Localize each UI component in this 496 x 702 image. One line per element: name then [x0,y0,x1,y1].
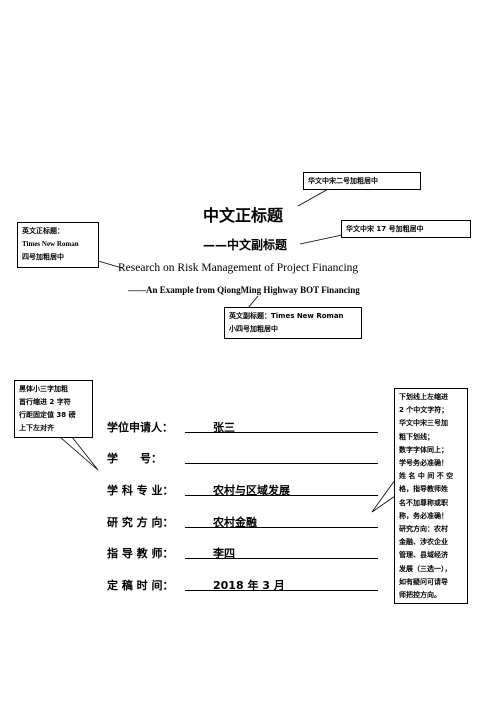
underline-note-line: 金融、涉农企业 [399,538,448,547]
subtitle-format-note: 华文中宋 17 号加粗居中 [341,220,471,238]
underline-note-line: 数字字体同上； [399,445,448,454]
research-direction-underline [185,527,378,528]
underline-note-line: 研究方向：农村 [399,525,448,534]
finalized-date-underline [185,590,378,591]
finalized-date-value[interactable]: 2018 年 3 月 [213,579,285,592]
underline-note-line: 华文中宋三号加 [399,419,448,428]
underline-note-line: 称，务必准确！ [399,511,448,520]
underline-note-line: 师把控方向。 [399,591,441,600]
research-direction-value[interactable]: 农村金融 [213,516,257,529]
underline-note-line: 下划线上左缩进 [399,393,448,401]
english-subtitle: ——An Example from QiongMing Highway BOT … [128,285,360,295]
en-title-note-line3: 四号加粗居中 [22,253,64,261]
underline-note-line: 格，指导教师姓 [399,485,448,494]
label-format-note: 黑体小三字加粗 首行缩进 2 字符 行距固定值 38 磅 上下左对齐 [14,380,93,438]
title-format-note-text: 华文中宋二号加粗居中 [308,177,378,185]
en-title-note-line1: 英文正标题： [22,227,64,235]
en-title-note-line2: Times New Roman [22,240,79,248]
underline-note-line: 名不加尊称或职 [399,498,448,507]
applicant-underline [185,432,378,433]
underline-note-line: 管理、县域经济 [399,551,448,560]
en-subtitle-note-line2: 小四号加粗居中 [229,325,278,333]
label-note-line: 黑体小三字加粗 [19,385,68,393]
major-value[interactable]: 农村与区域发展 [213,484,290,497]
major-label: 学 科 专 业： [107,484,174,497]
label-note-line: 行距固定值 38 磅 [19,411,76,419]
underline-note-line: 如有疑问可请导 [399,577,448,586]
major-underline [185,495,378,496]
label-note-line: 首行缩进 2 字符 [19,398,71,406]
underline-note-line: 发展（三选一）， [399,564,452,573]
student-id-label: 学 号： [107,452,162,465]
title-format-note: 华文中宋二号加粗居中 [303,172,421,190]
underline-note-line: 姓 名 中 间 不 空 [399,472,454,481]
applicant-value[interactable]: 张三 [213,421,235,434]
finalized-date-label: 定 稿 时 间： [107,579,174,592]
advisor-label: 指 导 教 师： [107,547,174,560]
underline-note-line: 2 个中文字符； [399,406,449,415]
main-title: 中文正标题 [203,206,284,225]
underline-format-note: 下划线上左缩进 2 个中文字符； 华文中宋三号加 粗下划线； 数字字体同上； 学… [394,388,468,604]
student-id-underline [185,463,378,464]
applicant-label: 学位申请人： [107,421,173,434]
subtitle-format-note-text: 华文中宋 17 号加粗居中 [346,225,424,233]
sub-title: ——中文副标题 [203,238,288,252]
en-title-format-note: 英文正标题： Times New Roman 四号加粗居中 [17,222,99,268]
advisor-underline [185,558,378,559]
underline-note-line: 粗下划线； [399,432,434,441]
en-subtitle-note-line1: 英文副标题：Times New Roman [229,312,344,320]
research-direction-label: 研 究 方 向： [107,516,174,529]
en-subtitle-format-note: 英文副标题：Times New Roman 小四号加粗居中 [224,307,362,339]
advisor-value[interactable]: 李四 [213,547,235,560]
english-title: Research on Risk Management of Project F… [118,262,359,274]
label-note-line: 上下左对齐 [19,424,54,432]
underline-note-line: 学号务必准确！ [399,459,448,468]
